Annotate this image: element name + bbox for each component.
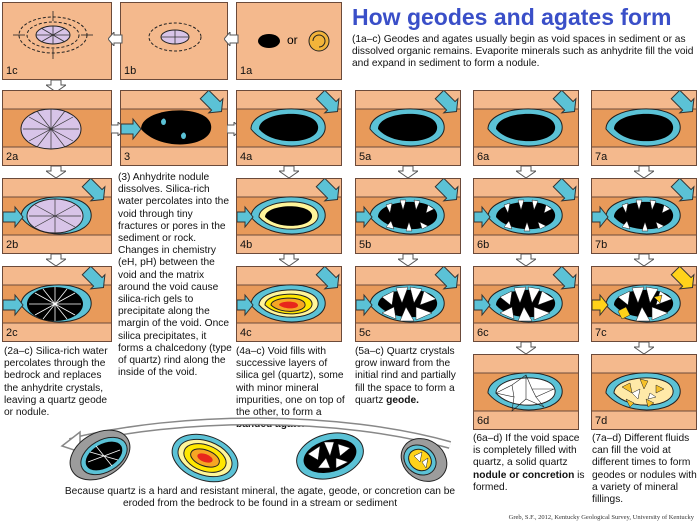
panel-label: 1c [6,65,18,77]
arrow-down-6b-6c [516,254,536,266]
specimen-mixed-minerals [400,438,448,482]
arrow-left-1a-1b [224,32,239,46]
panel-label: 2a [6,151,19,163]
caption-7: (7a–d) Different fluids can fill the voi… [592,433,697,506]
caption-6-bold: nodule or concretion [473,469,575,481]
quartz-geode-from-anhydrite [3,267,111,324]
panel-7b: 7b [591,178,697,254]
arrow-down-2b-2c [46,254,66,266]
panel-2c: 2c [2,266,112,342]
specimen-banded-agate [171,433,239,483]
panel-label: 7c [595,327,607,339]
banded-agate [237,267,341,324]
arrow-down-5a-5b [398,166,418,178]
panel-4b: 4b [236,178,342,254]
panel-label: 6c [477,327,489,339]
arrow-down-6a-6b [516,166,536,178]
panel-label: 6a [477,151,490,163]
caption-2: (2a–c) Silica-rich water percolates thro… [4,346,108,419]
panel-label: 2b [6,239,19,251]
panel-6c: 6c [473,266,579,342]
panel-label: 5a [359,151,372,163]
panel-7a: 7a [591,90,697,166]
panel-label: 1b [124,65,137,77]
specimen-crystal-geode [296,432,364,480]
caption-5-text: (5a–c) Quartz crystals grow inward from … [355,346,456,406]
panel-label: 4c [240,327,252,339]
panel-6a: 6a [473,90,579,166]
crystal-growth [474,179,578,236]
quartz-geode [356,267,460,324]
panel-6d: 6d [473,354,579,430]
panel-5c: 5c [355,266,461,342]
credit-line: Greb, S.F., 2012, Kentucky Geological Su… [508,514,694,521]
panel-3: 3 [120,90,228,166]
panel-7d: 7d [591,354,697,430]
panel-label: 7d [595,415,608,427]
panel-label: 6d [477,415,490,427]
eroded-specimens [60,417,452,483]
caption-1: (1a–c) Geodes and agates usually begin a… [352,34,694,70]
arrow-down-7b-7c [634,254,654,266]
arrow-down-5b-5c [398,254,418,266]
panel-label: 6b [477,239,490,251]
panel-7c: 7c [591,266,697,342]
geode-yellow-fluid [592,267,696,324]
caption-5-bold: geode. [386,394,419,406]
crystal-growth [592,179,696,236]
arrow-down-4b-4c [279,254,299,266]
panel-label: 7b [595,239,608,251]
panel-4a: 4a [236,90,342,166]
void-with-rind [474,91,578,148]
panel-1c: 1c [2,2,112,80]
caption-4-text: (4a–c) Void fills with successive layers… [236,346,345,419]
panel-label: 4a [240,151,253,163]
panel-label: 4b [240,239,253,251]
specimen-quartz-geode [69,429,131,481]
caption-6: (6a–d) If the void space is completely f… [473,433,585,494]
nodule-with-field-lines [13,11,93,59]
panel-5a: 5a [355,90,461,166]
arrow-down-6c-6d [516,342,536,354]
caption-6-text: (6a–d) If the void space is completely f… [473,433,580,469]
page-title: How geodes and agates form [352,4,672,30]
panel-label: 5c [359,327,371,339]
panel-label: 3 [124,151,131,163]
replacing-anhydrite [3,179,111,236]
panel-1b: 1b [120,2,228,80]
panel-2b: 2b [2,178,112,254]
crystal-growth [356,179,460,236]
panel-4c: 4c [236,266,342,342]
panel-label: 7a [595,151,608,163]
small-nodule [148,22,202,52]
panel-5b: 5b [355,178,461,254]
panel-label: 2c [6,327,18,339]
arrow-down-2a-2b [46,166,66,178]
void-with-water [121,91,227,148]
panel-2a: 2a [2,90,112,166]
panel-6b: 6b [473,178,579,254]
panel-label: 5b [359,239,372,251]
caption-5: (5a–c) Quartz crystals grow inward from … [355,346,463,407]
panel-1a: or 1a [236,2,342,80]
void-with-rind [237,91,341,148]
caption-3: (3) Anhydrite nodule dissolves. Silica-r… [118,172,232,379]
geode-filling [474,267,578,324]
agate-banding-start [237,179,341,236]
arrow-down-1c-2a [46,80,66,92]
bottom-caption: Because quartz is a hard and resistant m… [64,486,456,509]
or-label: or [287,33,298,47]
arrow-down-7c-7d [634,342,654,354]
arrow-down-4a-4b [279,166,299,178]
panel-label: 1a [240,65,253,77]
anhydrite-nodule [3,108,111,150]
void-with-rind [592,91,696,148]
quartz-nodule [474,372,578,412]
void-with-rind [356,91,460,148]
void-or-organic-remains [258,30,330,52]
mixed-mineral-nodule [592,372,696,412]
arrow-left-1b-1c [108,32,123,46]
caption-6-end: is formed. [473,469,585,493]
arrow-down-7a-7b [634,166,654,178]
